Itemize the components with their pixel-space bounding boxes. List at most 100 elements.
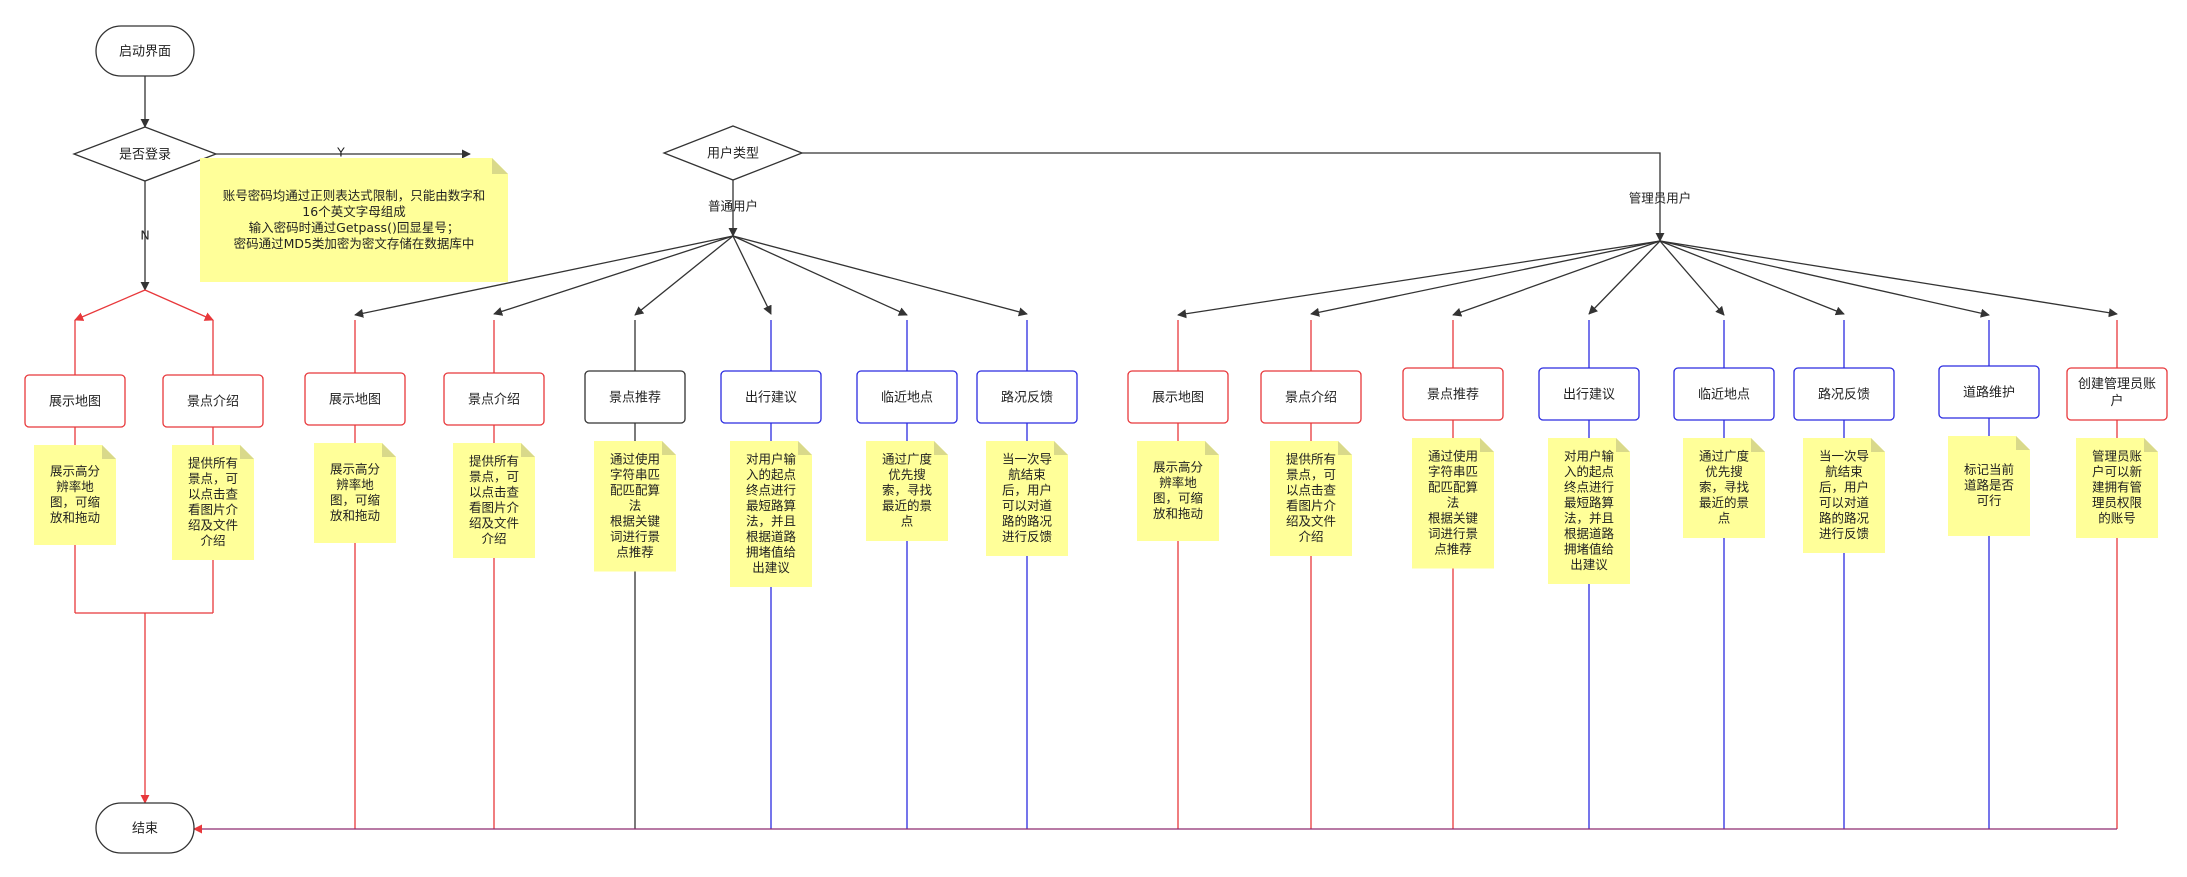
normal-note-line: 辨率地 (336, 477, 374, 492)
admin-note-line: 图，可缩 (1153, 490, 1203, 505)
admin-box-1[interactable]: 景点介绍 (1260, 370, 1362, 424)
normal-note-line: 配匹配算 (610, 482, 660, 497)
login-note-line: 输入密码时通过Getpass()回显星号； (249, 220, 460, 235)
admin-note-line: 航结束 (1825, 464, 1863, 479)
guest-note-line: 景点，可 (188, 471, 238, 486)
normal-note-line: 点 (901, 514, 914, 529)
guest-note-line: 绍及文件 (188, 517, 238, 532)
normal-note-line: 展示高分 (330, 461, 380, 476)
admin-note-line: 理员权限 (2092, 495, 2143, 510)
normal-note-line: 点推荐 (616, 544, 654, 559)
normal-note-line: 后，用户 (1002, 482, 1052, 497)
normal-note-line: 路的路况 (1002, 513, 1053, 528)
login-note-line: 16个英文字母组成 (302, 204, 405, 219)
admin-box-label: 临近地点 (1698, 388, 1750, 403)
admin-box-3[interactable]: 出行建议 (1538, 367, 1640, 421)
admin-box-2[interactable]: 景点推荐 (1402, 367, 1504, 421)
admin-note-line: 以点击查 (1286, 482, 1337, 497)
admin-note-line: 户可以新 (2092, 464, 2142, 479)
admin-note-line: 当一次导 (1819, 448, 1869, 463)
guest-box-label: 展示地图 (49, 395, 101, 410)
admin-box-0[interactable]: 展示地图 (1127, 370, 1229, 424)
normal-box-4[interactable]: 临近地点 (856, 370, 958, 424)
admin-box-label: 展示地图 (1152, 391, 1204, 406)
admin-note-line: 辨率地 (1159, 475, 1197, 490)
admin-note-line: 通过使用 (1428, 448, 1478, 463)
normal-note-line: 绍及文件 (469, 515, 519, 530)
guest-box-0[interactable]: 展示地图 (24, 374, 126, 428)
edge-admin-fan (1588, 240, 1661, 315)
user-type-decision[interactable]: 用户类型 (662, 125, 804, 181)
normal-note-line: 通过广度 (882, 452, 933, 467)
admin-note-line: 路的路况 (1819, 510, 1870, 525)
admin-box-6[interactable]: 道路维护 (1938, 365, 2040, 419)
admin-user-label: 管理员用户 (1629, 191, 1692, 206)
admin-note-line: 词进行景 (1428, 526, 1478, 541)
admin-note-line: 道路是否 (1964, 478, 2014, 493)
normal-box-1[interactable]: 景点介绍 (443, 372, 545, 426)
edge-normal-fan (493, 235, 734, 316)
admin-note-line: 对用户输 (1564, 448, 1615, 463)
admin-box-label: 路况反馈 (1818, 387, 1870, 403)
login-note-line: 账号密码均通过正则表达式限制，只能由数字和 (223, 188, 486, 203)
normal-note-line: 字符串匹 (610, 467, 660, 482)
normal-box-0[interactable]: 展示地图 (304, 372, 406, 426)
guest-box-label: 景点介绍 (187, 395, 239, 410)
normal-note-line: 出建议 (752, 560, 790, 575)
admin-note-line: 放和拖动 (1153, 506, 1203, 521)
guest-note-line: 以点击查 (188, 486, 239, 501)
normal-note-line: 看图片介 (469, 500, 520, 515)
edge-admin-fan (1659, 240, 2118, 318)
normal-box-2[interactable]: 景点推荐 (584, 370, 686, 424)
admin-note-line: 点推荐 (1434, 541, 1472, 556)
normal-box-label: 临近地点 (881, 391, 933, 406)
normal-note-line: 可以对道 (1002, 498, 1053, 513)
admin-note-line: 绍及文件 (1286, 513, 1336, 528)
admin-note-line: 终点进行 (1564, 479, 1614, 494)
admin-note-line: 字符串匹 (1428, 464, 1478, 479)
admin-box-5[interactable]: 路况反馈 (1793, 367, 1895, 421)
normal-box-label: 景点推荐 (609, 391, 661, 406)
normal-box-3[interactable]: 出行建议 (720, 370, 822, 424)
normal-note-line: 索，寻找 (882, 483, 933, 498)
admin-note-line: 根据关键 (1428, 510, 1479, 525)
admin-note-line: 提供所有 (1286, 451, 1336, 466)
guest-note-line: 放和拖动 (50, 510, 100, 525)
admin-box-label: 创建管理员账 (2078, 377, 2156, 392)
admin-note-line: 配匹配算 (1428, 479, 1478, 494)
guest-box-1[interactable]: 景点介绍 (162, 374, 264, 428)
normal-note-line: 最近的景 (882, 498, 932, 513)
guest-note-line: 展示高分 (50, 463, 100, 478)
login-decision[interactable]: 是否登录 (72, 126, 218, 182)
login-no-label: N (140, 228, 149, 243)
normal-note-line: 终点进行 (746, 482, 796, 497)
normal-box-5[interactable]: 路况反馈 (976, 370, 1078, 424)
normal-note-line: 通过使用 (610, 451, 660, 466)
edge-normal-fan (732, 235, 1028, 317)
admin-box-4[interactable]: 临近地点 (1673, 367, 1775, 421)
end-terminal[interactable]: 结束 (95, 802, 195, 854)
start-label: 启动界面 (119, 45, 171, 60)
admin-note-line: 的账号 (2098, 511, 2136, 526)
guest-note-line: 介绍 (200, 533, 225, 548)
user-type-decision-label: 用户类型 (707, 146, 759, 162)
login-note-line: 密码通过MD5类加密为密文存储在数据库中 (234, 236, 475, 251)
edge-admin-fan (1659, 240, 1725, 316)
admin-note-line: 法 (1447, 495, 1460, 510)
admin-note-line: 通过广度 (1699, 449, 1750, 464)
start-terminal[interactable]: 启动界面 (95, 25, 195, 77)
normal-note-line: 根据关键 (610, 513, 661, 528)
edge-user-type-to-admin (802, 152, 1665, 242)
login-yes-label: Y (336, 145, 345, 160)
admin-note-line: 展示高分 (1153, 459, 1203, 474)
